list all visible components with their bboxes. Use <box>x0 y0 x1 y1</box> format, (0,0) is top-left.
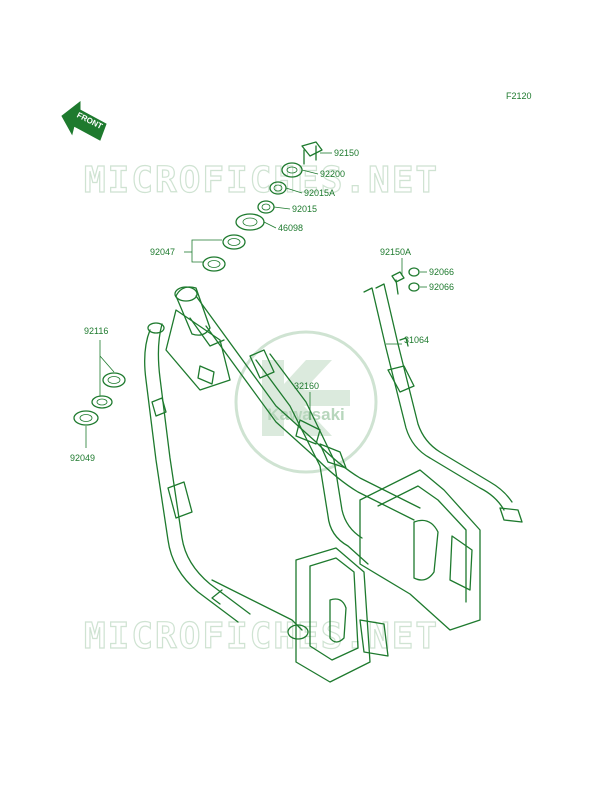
part-label-92015: 92015 <box>292 204 317 214</box>
kawasaki-logo: Kawasaki <box>234 330 378 474</box>
part-labels: 92150 92200 92015A 92015 46098 92047 921… <box>70 148 454 463</box>
part-label-92200: 92200 <box>320 169 345 179</box>
part-label-92049: 92049 <box>70 453 95 463</box>
frame <box>144 286 481 683</box>
watermark-bottom: MICROFICHES.NET <box>84 616 439 657</box>
part-label-92150A: 92150A <box>380 247 411 257</box>
leader-lines <box>85 152 427 448</box>
part-label-92150: 92150 <box>334 148 359 158</box>
front-arrow-icon: FRONT <box>61 100 107 141</box>
part-label-46098: 46098 <box>278 223 303 233</box>
part-label-92047: 92047 <box>150 247 175 257</box>
part-label-92066-upper: 92066 <box>429 267 454 277</box>
part-label-92066-lower: 92066 <box>429 282 454 292</box>
part-label-92015A: 92015A <box>304 188 335 198</box>
part-label-92116: 92116 <box>84 326 108 336</box>
lower-bearing-parts <box>73 372 126 426</box>
figure-code: F2120 <box>506 91 532 101</box>
part-label-31064: 31064 <box>404 335 429 345</box>
logo-text: Kawasaki <box>267 405 345 424</box>
bracket-fasteners <box>391 267 420 295</box>
part-label-32160: 32160 <box>294 381 319 391</box>
watermark-top: MICROFICHES.NET <box>84 160 439 201</box>
bracket-31064 <box>363 283 523 523</box>
